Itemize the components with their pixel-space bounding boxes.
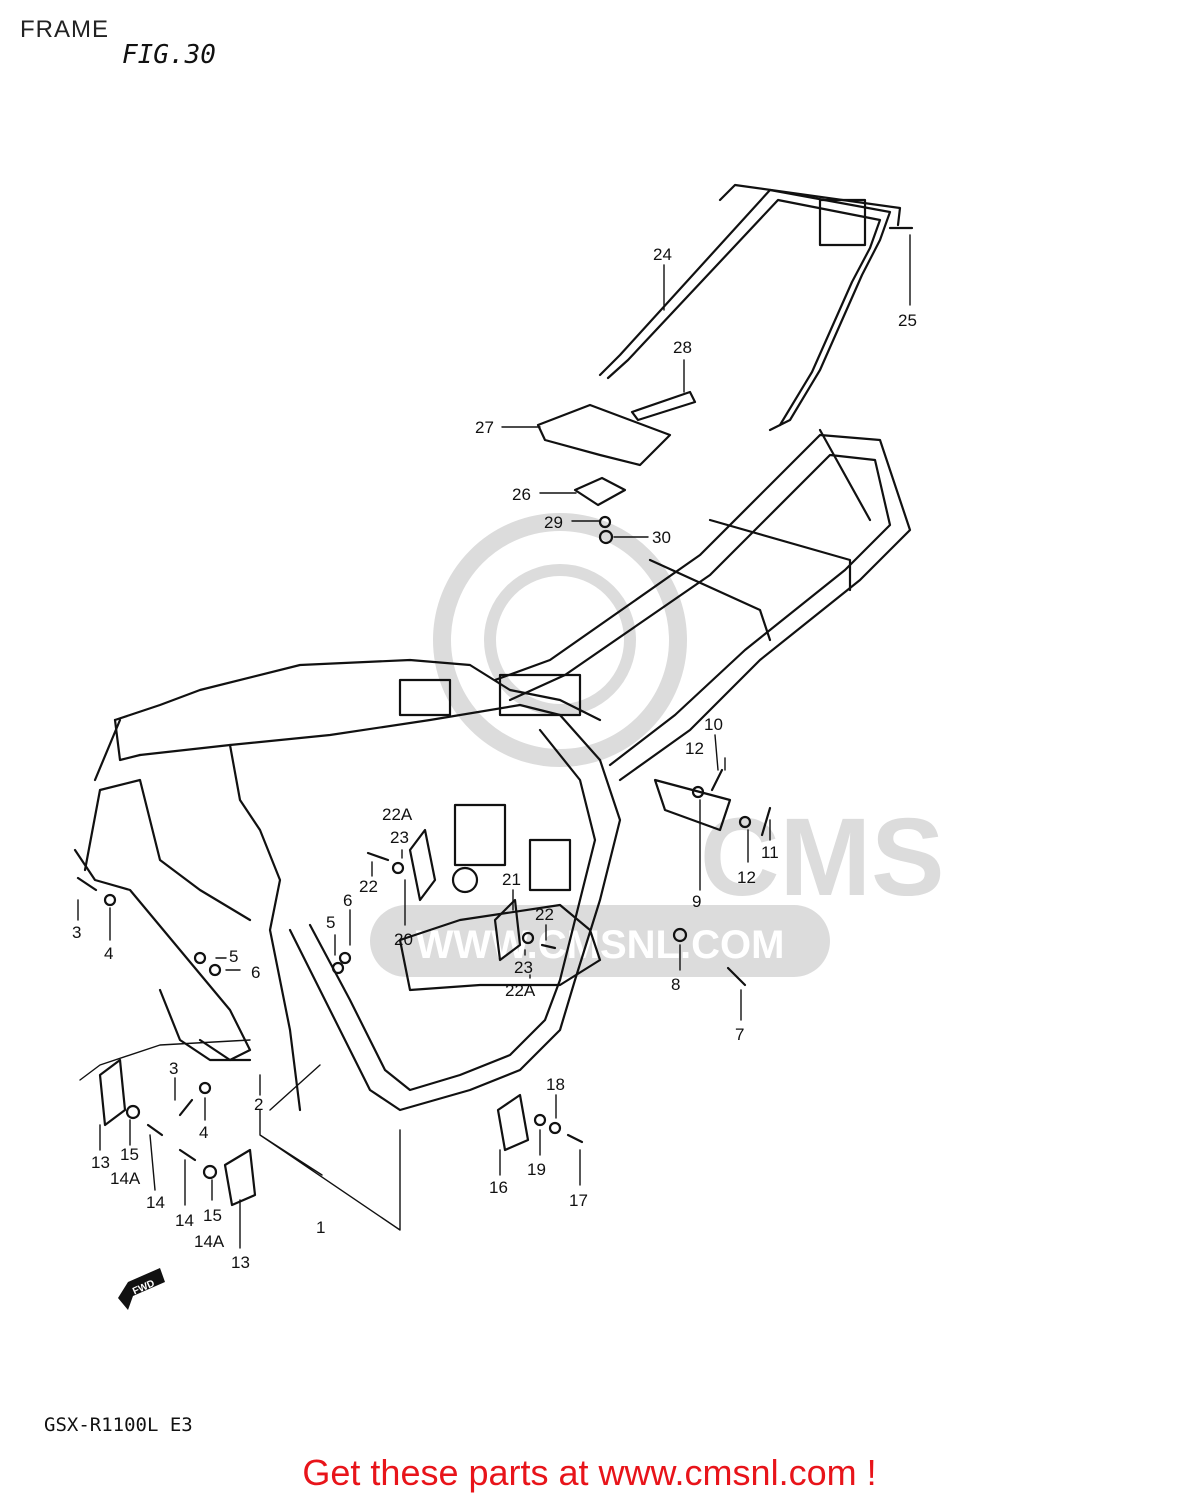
main-frame xyxy=(73,658,622,1112)
callout-23: 23 xyxy=(390,828,409,847)
plate-16 xyxy=(496,1093,530,1152)
cover-27 xyxy=(536,403,672,467)
callout-8: 8 xyxy=(671,975,680,994)
callout-6: 6 xyxy=(343,891,352,910)
callout-14a: 14A xyxy=(194,1232,225,1251)
page-title: FRAME xyxy=(20,16,109,43)
callout-3: 3 xyxy=(169,1059,178,1078)
engine-mount xyxy=(398,803,602,992)
callout-labels: 1 2 3 3 4 4 5 5 6 6 7 8 9 10 11 12 12 13… xyxy=(72,245,917,1272)
callout-14: 14 xyxy=(175,1211,194,1230)
seat-rail xyxy=(598,183,902,432)
callout-15: 15 xyxy=(120,1145,139,1164)
callout-22: 22 xyxy=(359,877,378,896)
callout-16: 16 xyxy=(489,1178,508,1197)
leader-lines xyxy=(77,234,911,1249)
callout-19: 19 xyxy=(527,1160,546,1179)
callout-12: 12 xyxy=(685,739,704,758)
callout-4: 4 xyxy=(104,944,113,963)
callout-3: 3 xyxy=(72,923,81,942)
forward-direction-marker: FWD xyxy=(118,1268,165,1310)
callout-17: 17 xyxy=(569,1191,588,1210)
washers xyxy=(103,785,752,1180)
callout-21: 21 xyxy=(502,870,521,889)
model-label: GSX-R1100L E3 xyxy=(44,1414,193,1436)
callout-5: 5 xyxy=(229,947,238,966)
callout-22: 22 xyxy=(535,905,554,924)
callout-2: 2 xyxy=(254,1095,263,1114)
bolts xyxy=(76,226,914,1162)
callout-13: 13 xyxy=(91,1153,110,1172)
shop-link[interactable]: Get these parts at www.cmsnl.com ! xyxy=(302,1452,877,1493)
bracket-9 xyxy=(653,778,732,832)
watermark: CMS WWW.CMSNL.COM xyxy=(370,513,944,977)
clip-26 xyxy=(573,476,627,507)
callout-27: 27 xyxy=(475,418,494,437)
callout-29: 29 xyxy=(544,513,563,532)
callout-22a: 22A xyxy=(382,805,413,824)
watermark-brand: CMS xyxy=(700,796,944,919)
callout-13: 13 xyxy=(231,1253,250,1272)
callout-25: 25 xyxy=(898,311,917,330)
callout-14: 14 xyxy=(146,1193,165,1212)
callout-4: 4 xyxy=(199,1123,208,1142)
callout-14a: 14A xyxy=(110,1169,141,1188)
bracket-28 xyxy=(630,390,697,422)
callout-18: 18 xyxy=(546,1075,565,1094)
callout-20: 20 xyxy=(394,930,413,949)
callout-26: 26 xyxy=(512,485,531,504)
callout-23: 23 xyxy=(514,958,533,977)
callout-6: 6 xyxy=(251,963,260,982)
rear-subframe xyxy=(493,428,912,782)
callout-12: 12 xyxy=(737,868,756,887)
callout-22a: 22A xyxy=(505,981,536,1000)
figure-label: FIG.30 xyxy=(122,40,216,70)
plate-13-right xyxy=(223,1148,257,1207)
callout-15: 15 xyxy=(203,1206,222,1225)
plate-13-left xyxy=(98,1058,127,1127)
callout-5: 5 xyxy=(326,913,335,932)
callout-9: 9 xyxy=(692,892,701,911)
callout-30: 30 xyxy=(652,528,671,547)
callout-28: 28 xyxy=(673,338,692,357)
callout-7: 7 xyxy=(735,1025,744,1044)
callout-11: 11 xyxy=(761,843,779,862)
callout-24: 24 xyxy=(653,245,672,264)
callout-10: 10 xyxy=(704,715,723,734)
callout-1: 1 xyxy=(316,1218,325,1237)
